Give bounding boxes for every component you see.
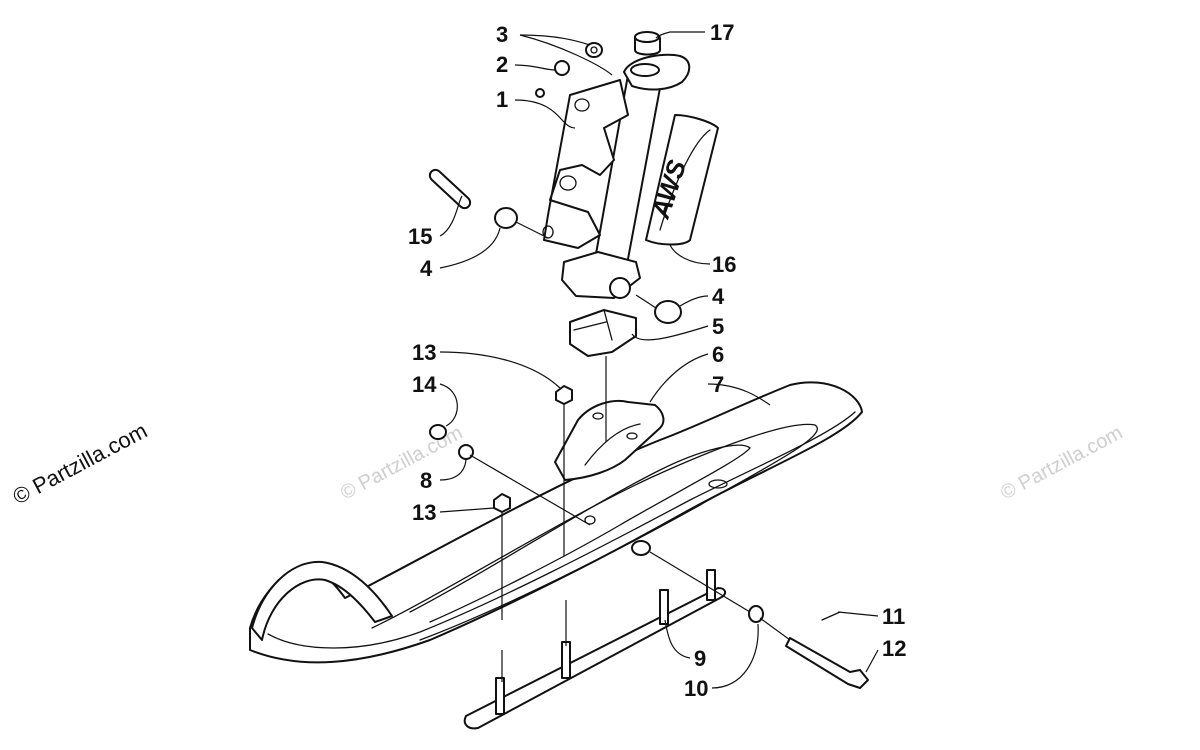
- callout-11: 11: [882, 604, 905, 629]
- callout-13: 13: [412, 500, 436, 525]
- callout-1: 1: [496, 87, 508, 112]
- spindle: [542, 53, 691, 299]
- nut: [554, 60, 570, 76]
- callout-5: 5: [712, 314, 724, 339]
- saddle: [554, 400, 665, 481]
- lock-nut: [493, 493, 511, 513]
- callout-14: 14: [412, 372, 437, 397]
- bolt: [785, 637, 869, 689]
- assembly-lines: [469, 221, 791, 682]
- spacer: [458, 444, 474, 460]
- callout-6: 6: [712, 342, 724, 367]
- washer: [748, 605, 764, 623]
- bushing: [654, 300, 682, 324]
- watermark: © Partzilla.com: [997, 422, 1126, 505]
- callout-10: 10: [684, 676, 708, 701]
- washer-hole: [590, 46, 598, 54]
- lock-nut: [555, 385, 573, 405]
- washer: [585, 42, 603, 58]
- spindle-block: [569, 309, 637, 357]
- copyright-credit: © Partzilla.com: [9, 418, 152, 510]
- callout-2: 2: [496, 52, 508, 77]
- callout-3: 3: [496, 22, 508, 47]
- callout-15: 15: [408, 224, 432, 249]
- watermark: © Partzilla.com: [337, 422, 466, 505]
- callout-8: 8: [420, 468, 432, 493]
- ski: [249, 381, 863, 664]
- callout-leaders: [439, 31, 879, 689]
- spindle-decal: AWS: [645, 114, 719, 246]
- callout-4: 4: [420, 256, 433, 281]
- cotter-pin: [821, 611, 841, 621]
- callout-4: 4: [712, 284, 725, 309]
- grease-fitting: [535, 88, 545, 98]
- sleeve: [428, 168, 472, 210]
- wear-bar: [463, 569, 726, 730]
- bushing: [494, 207, 518, 229]
- plug: [634, 31, 661, 56]
- callout-7: 7: [712, 372, 724, 397]
- callout-9: 9: [694, 646, 706, 671]
- callout-13: 13: [412, 340, 436, 365]
- callout-labels: 3 2 1 17 15 4 16 4 5 6 7 13 14 8 13 9 10…: [408, 20, 906, 701]
- callout-12: 12: [882, 636, 906, 661]
- callout-16: 16: [712, 252, 736, 277]
- bushing: [429, 424, 447, 440]
- callout-17: 17: [710, 20, 734, 45]
